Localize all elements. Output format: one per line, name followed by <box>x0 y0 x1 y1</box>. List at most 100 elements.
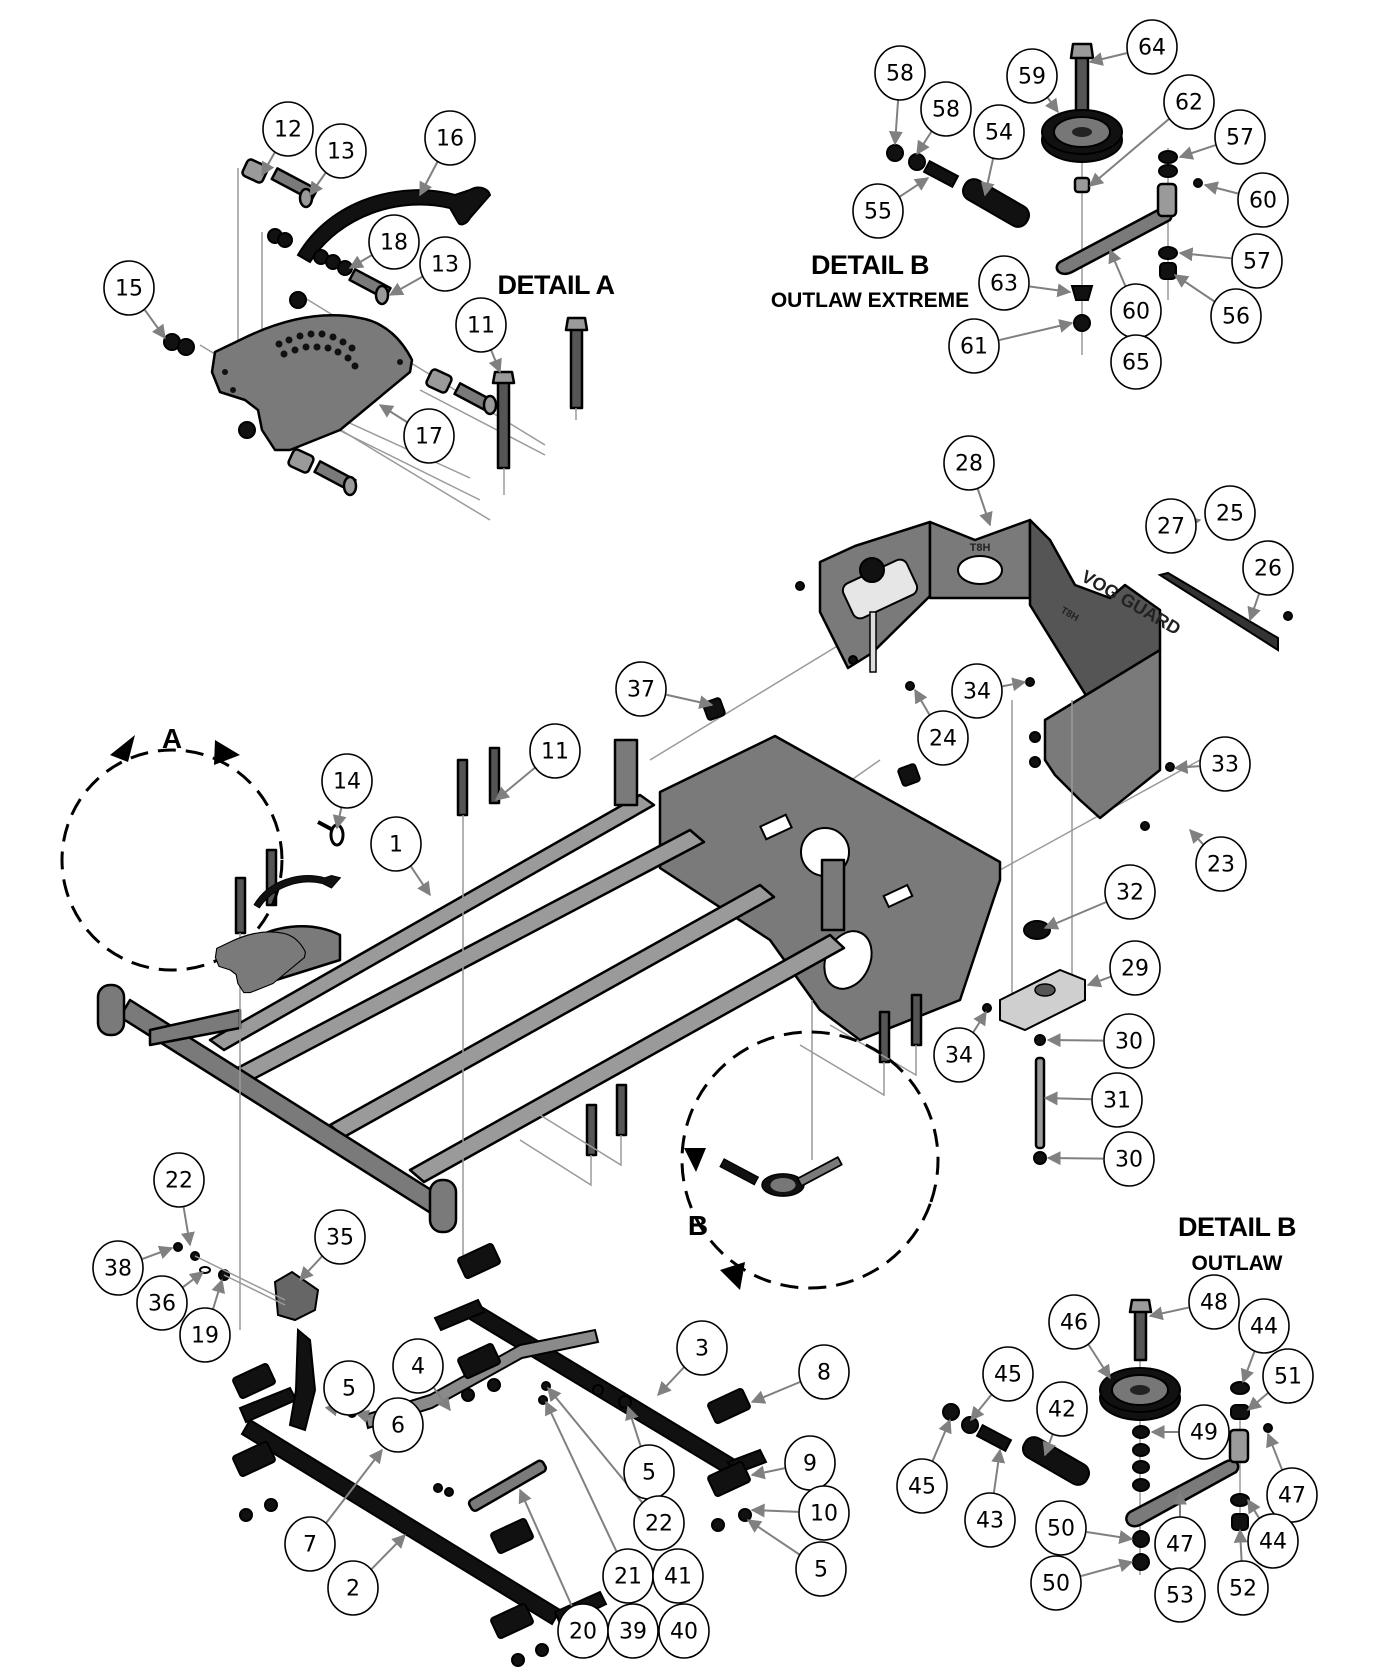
callout-circle <box>455 297 507 353</box>
callout-number: 57 <box>1243 250 1271 275</box>
callout-41: 41 <box>652 1548 704 1604</box>
callout-16: 16 <box>424 110 476 166</box>
callout-number: 7 <box>303 1533 317 1558</box>
callout-circle <box>136 1275 188 1331</box>
callout-36: 36 <box>136 1275 188 1331</box>
callout-number: 39 <box>619 1620 647 1645</box>
callout-50: 50 <box>1035 1500 1087 1556</box>
axle-bar-lower <box>240 1418 562 1626</box>
leader-arrow <box>971 1010 987 1034</box>
callout-circle <box>1036 1381 1088 1437</box>
callout-circle <box>392 1338 444 1394</box>
callout-number: 21 <box>614 1565 642 1590</box>
callout-circle <box>262 101 314 157</box>
callout-circle <box>1242 540 1294 596</box>
callout-number: 11 <box>541 740 569 765</box>
view-a-letter: A <box>162 723 182 754</box>
callout-number: 5 <box>642 1461 656 1486</box>
callout-26: 26 <box>1242 540 1294 596</box>
callout-62: 62 <box>1163 74 1215 130</box>
callout-circle <box>1048 1294 1100 1350</box>
leader-arrow <box>1087 1343 1111 1380</box>
detail-a-title: DETAIL A <box>498 270 615 300</box>
callout-60: 60 <box>1237 172 1289 228</box>
callout-number: 58 <box>932 98 960 123</box>
callout-number: 14 <box>333 770 361 795</box>
callout-number: 34 <box>963 680 991 705</box>
detail-a-drawing <box>163 158 589 521</box>
fuel-tank-assembly <box>982 700 1086 1165</box>
callout-number: 56 <box>1222 305 1250 330</box>
lower-assembly-drawing <box>173 1242 768 1667</box>
callout-circle <box>1199 736 1251 792</box>
detail-b-extreme-title: DETAIL B <box>811 250 929 280</box>
callout-1: 1 <box>370 816 422 872</box>
leader-arrow <box>1247 1498 1261 1520</box>
callout-13: 13 <box>315 123 367 179</box>
callout-61: 61 <box>948 318 1000 374</box>
callout-circle <box>874 45 926 101</box>
callout-number: 45 <box>908 1475 936 1500</box>
callout-number: 20 <box>569 1620 597 1645</box>
callout-number: 59 <box>1018 65 1046 90</box>
callout-circle <box>1103 1013 1155 1069</box>
callout-55: 55 <box>852 183 904 239</box>
spring-part <box>961 178 1031 228</box>
view-a-indicator <box>60 735 342 994</box>
callout-12: 12 <box>262 101 314 157</box>
callout-number: 40 <box>670 1620 698 1645</box>
leader-arrow <box>1203 181 1239 195</box>
callout-number: 30 <box>1115 1030 1143 1055</box>
leader-arrow <box>1086 1530 1134 1544</box>
callout-circle <box>964 1492 1016 1548</box>
leader-arrow <box>348 254 373 269</box>
callout-28: 28 <box>943 435 995 491</box>
callout-30: 30 <box>1103 1131 1155 1187</box>
callout-circle <box>1178 1404 1230 1460</box>
callout-circle <box>323 1360 375 1416</box>
callout-circle <box>1237 172 1289 228</box>
callout-63: 63 <box>978 255 1030 311</box>
callout-circle <box>607 1603 659 1659</box>
callout-circle <box>1231 233 1283 289</box>
callout-circle <box>1145 498 1197 554</box>
callout-circle <box>284 1516 336 1572</box>
callout-circle <box>1238 1298 1290 1354</box>
callout-number: 22 <box>645 1512 673 1537</box>
leader-arrow <box>182 1271 205 1289</box>
leader-arrow <box>931 1418 952 1463</box>
plate-holes <box>222 330 403 393</box>
callout-5: 5 <box>623 1444 675 1500</box>
callout-circle <box>403 408 455 464</box>
idler-arm <box>1055 207 1173 276</box>
callout-58: 58 <box>874 45 926 101</box>
callout-number: 65 <box>1122 351 1150 376</box>
callout-number: 53 <box>1166 1584 1194 1609</box>
leader-arrow <box>750 1381 801 1404</box>
callout-circle <box>1091 1072 1143 1128</box>
callout-number: 29 <box>1121 957 1149 982</box>
callout-number: 5 <box>814 1558 828 1583</box>
leader-arrow <box>888 98 903 146</box>
callout-39: 39 <box>607 1603 659 1659</box>
callout-circle <box>1030 1555 1082 1611</box>
leader-arrow <box>666 693 714 710</box>
callout-circle <box>424 110 476 166</box>
callout-number: 19 <box>191 1324 219 1349</box>
callout-50: 50 <box>1030 1555 1082 1611</box>
leader-arrow <box>1046 1151 1104 1166</box>
callout-number: 51 <box>1274 1365 1302 1390</box>
callout-circle <box>920 81 972 137</box>
callout-number: 17 <box>415 425 443 450</box>
callout-38: 38 <box>92 1240 144 1296</box>
callout-17: 17 <box>403 408 455 464</box>
leader-arrow <box>1086 974 1111 988</box>
callout-number: 9 <box>803 1452 817 1477</box>
callout-circle <box>798 1344 850 1400</box>
callout-33: 33 <box>1199 736 1251 792</box>
callout-number: 47 <box>1166 1533 1194 1558</box>
shield-drawing: T8H VOG GUARD T8H <box>649 517 1293 871</box>
callout-circle <box>1266 1467 1318 1523</box>
leader-arrow <box>746 1519 800 1556</box>
leader-arrow <box>1173 274 1215 303</box>
